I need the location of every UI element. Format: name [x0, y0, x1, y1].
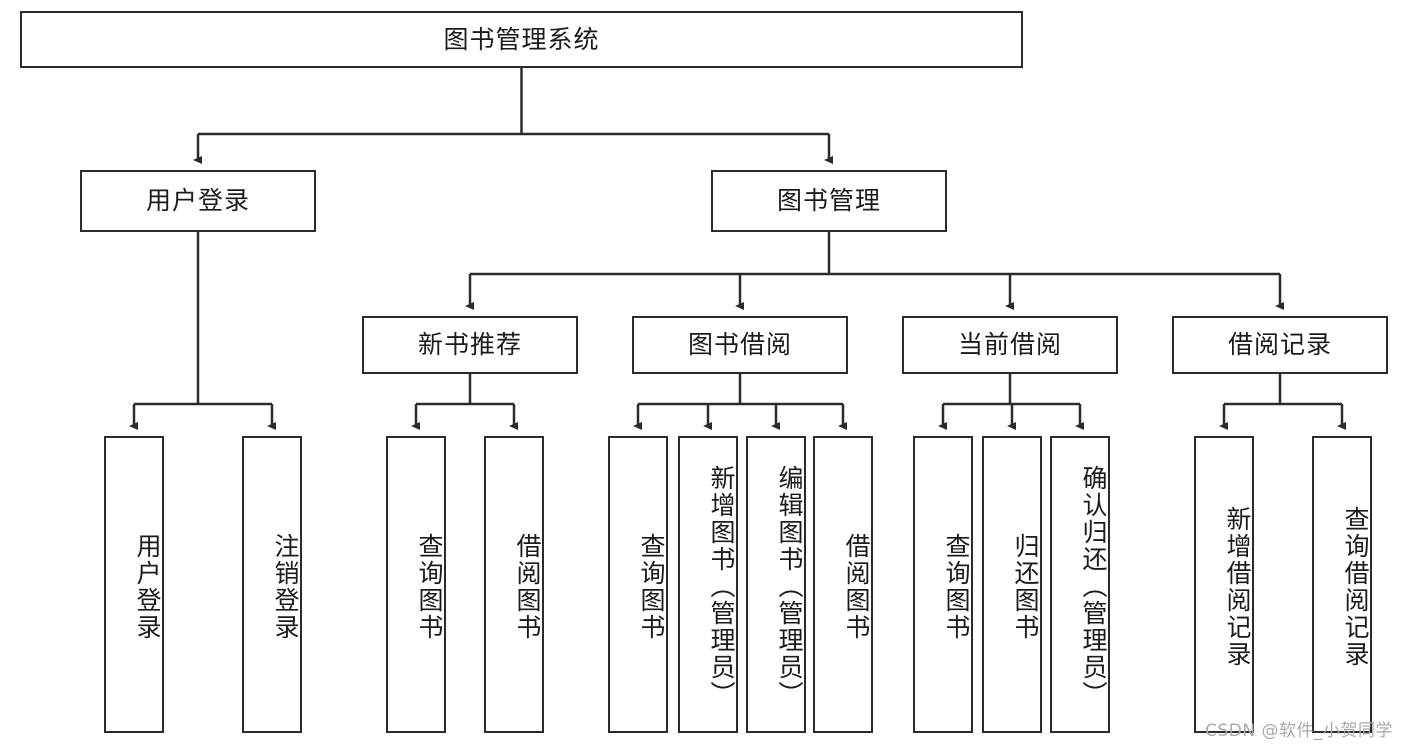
- node-leaf-cur-confirm[interactable]: 确认归还（管理员）: [1050, 436, 1110, 733]
- node-label: 借阅记录: [1227, 330, 1332, 360]
- node-label: 借阅图书: [842, 532, 871, 641]
- node-leaf-cur-query[interactable]: 查询图书: [913, 436, 973, 733]
- node-label: 新增借阅记录: [1223, 505, 1252, 668]
- node-label: 查询图书: [637, 532, 666, 641]
- node-label: 编辑图书（管理员）: [775, 465, 804, 708]
- node-label: 新书推荐: [417, 330, 522, 360]
- node-leaf-user-login[interactable]: 用户登录: [104, 436, 164, 733]
- node-borrow-record[interactable]: 借阅记录: [1172, 316, 1388, 374]
- node-label: 确认归还（管理员）: [1079, 465, 1108, 708]
- node-label: 用户登录: [133, 532, 162, 641]
- node-label: 图书管理系统: [443, 24, 600, 54]
- node-label: 图书管理: [776, 186, 881, 216]
- node-label: 新增图书（管理员）: [707, 465, 736, 708]
- node-leaf-cur-return[interactable]: 归还图书: [982, 436, 1042, 733]
- node-leaf-brw-edit[interactable]: 编辑图书（管理员）: [746, 436, 806, 733]
- node-leaf-rec-add[interactable]: 新增借阅记录: [1194, 436, 1254, 733]
- node-user-login[interactable]: 用户登录: [80, 170, 316, 232]
- node-root[interactable]: 图书管理系统: [20, 11, 1023, 68]
- node-leaf-rec-search[interactable]: 查询借阅记录: [1312, 436, 1372, 733]
- node-leaf-rec-borrow[interactable]: 借阅图书: [484, 436, 544, 733]
- node-leaf-brw-query[interactable]: 查询图书: [608, 436, 668, 733]
- node-label: 借阅图书: [513, 532, 542, 641]
- node-label: 查询图书: [415, 532, 444, 641]
- node-leaf-user-logout[interactable]: 注销登录: [242, 436, 302, 733]
- node-current-borrow[interactable]: 当前借阅: [902, 316, 1118, 374]
- node-label: 归还图书: [1011, 532, 1040, 641]
- node-leaf-brw-lend[interactable]: 借阅图书: [813, 436, 873, 733]
- node-label: 用户登录: [145, 186, 250, 216]
- node-label: 注销登录: [271, 532, 300, 641]
- node-book-borrow[interactable]: 图书借阅: [632, 316, 848, 374]
- node-leaf-brw-add[interactable]: 新增图书（管理员）: [678, 436, 738, 733]
- node-new-book-rec[interactable]: 新书推荐: [362, 316, 578, 374]
- node-book-mgmt[interactable]: 图书管理: [711, 170, 947, 232]
- node-leaf-rec-query[interactable]: 查询图书: [386, 436, 446, 733]
- node-label: 当前借阅: [957, 330, 1062, 360]
- node-label: 查询图书: [942, 532, 971, 641]
- node-label: 图书借阅: [687, 330, 792, 360]
- node-label: 查询借阅记录: [1341, 505, 1370, 668]
